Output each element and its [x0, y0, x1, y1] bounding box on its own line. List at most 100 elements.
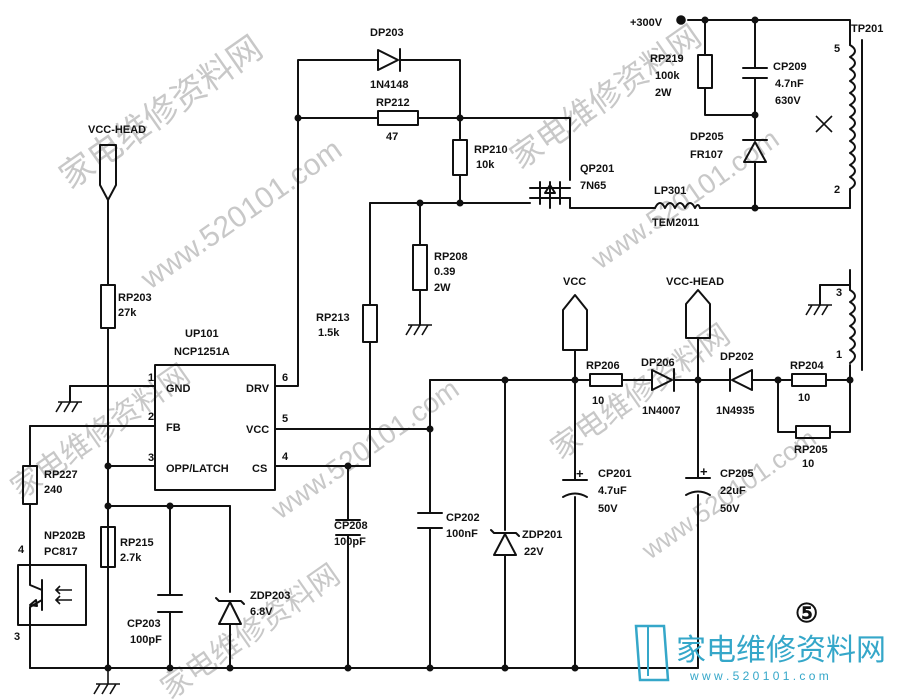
- rp215-value: 2.7k: [120, 552, 142, 564]
- np202b-pin4: 4: [18, 544, 25, 556]
- vcc-head-left-arrow: [99, 144, 117, 201]
- resistor-rp210: [452, 139, 468, 176]
- rp206-ref: RP206: [586, 360, 620, 372]
- dp203-value: 1N4148: [370, 79, 409, 91]
- tp201-pin5: 5: [834, 43, 840, 55]
- cp208-ref: CP208: [334, 520, 368, 532]
- resistor-rp206: [589, 373, 623, 387]
- rp208-value: 0.39: [434, 266, 455, 278]
- rp208-rating: 2W: [434, 282, 451, 294]
- capacitor-cp201: [562, 479, 588, 498]
- net-label-vcc: VCC: [563, 276, 586, 288]
- rp210-value: 10k: [476, 159, 495, 171]
- rp227-value: 240: [44, 484, 62, 496]
- dp203-ref: DP203: [370, 27, 404, 39]
- cp201-rating: 50V: [598, 503, 618, 515]
- ic-pin1-num: 1: [148, 372, 154, 384]
- ground-symbol: [405, 324, 432, 336]
- rp204-ref: RP204: [790, 360, 825, 372]
- ground-symbol: [93, 668, 120, 695]
- ground-symbol: [805, 304, 832, 316]
- ic-pin3-num: 3: [148, 452, 154, 464]
- vcc-arrow: [562, 294, 588, 351]
- zener-zdp201: [490, 529, 520, 556]
- cp205-ref: CP205: [720, 468, 754, 480]
- qp201-value: 7N65: [580, 180, 606, 192]
- logo-url: w w w . 5 2 0 1 0 1 . c o m: [689, 669, 829, 683]
- resistor-rp219: [697, 54, 713, 89]
- rp212-ref: RP212: [376, 97, 410, 109]
- diode-dp205: [742, 139, 768, 163]
- dp205-value: FR107: [690, 149, 723, 161]
- dp202-value: 1N4935: [716, 405, 755, 417]
- ic-up101: UP101 NCP1251A 1 GND 2 FB 3 OPP/LATCH 6 …: [148, 328, 289, 491]
- resistor-rp208: [412, 244, 428, 291]
- ic-pin2-name: FB: [166, 422, 181, 434]
- tp201-pin2: 2: [834, 184, 840, 196]
- lp301-ref: LP301: [654, 185, 686, 197]
- ic-pin2-num: 2: [148, 411, 154, 423]
- cp205-value: 22uF: [720, 485, 746, 497]
- rp210-ref: RP210: [474, 144, 508, 156]
- dp202-ref: DP202: [720, 351, 754, 363]
- cp202-value: 100nF: [446, 528, 478, 540]
- cp205-plus: +: [700, 464, 708, 479]
- np202b-ref: NP202B: [44, 530, 86, 542]
- rp205-value: 10: [802, 458, 814, 470]
- ic-pin5-num: 5: [282, 413, 288, 425]
- watermark-brand: 家电维修资料网: [155, 558, 346, 699]
- resistor-rp204: [791, 373, 827, 387]
- tp201-pin1: 1: [836, 349, 842, 361]
- mosfet-qp201: [529, 181, 571, 209]
- ic-pin4-num: 4: [282, 451, 289, 463]
- cp205-rating: 50V: [720, 503, 740, 515]
- zdp203-value: 6.8V: [250, 606, 273, 618]
- rp212-value: 47: [386, 131, 398, 143]
- capacitor-cp202: [417, 512, 443, 529]
- net-label-vcc-head-left: VCC-HEAD: [88, 124, 146, 136]
- inductor-lp301: [654, 202, 701, 209]
- ic-part: NCP1251A: [174, 346, 230, 358]
- diode-dp202: [729, 368, 753, 392]
- rp205-ref: RP205: [794, 444, 828, 456]
- capacitor-cp208: [335, 519, 361, 536]
- tp201-pin3: 3: [836, 287, 842, 299]
- net-label-vcc-head-right: VCC-HEAD: [666, 276, 724, 288]
- resistor-rp213: [362, 304, 378, 343]
- rp213-ref: RP213: [316, 312, 350, 324]
- ic-pin5-name: VCC: [246, 424, 269, 436]
- watermark-url: www.520101.com: [134, 133, 348, 296]
- book-icon: [634, 624, 670, 682]
- capacitor-cp203: [157, 594, 183, 613]
- capacitor-cp209: [742, 67, 768, 79]
- watermark: 家电维修资料网 www.520101.com 家电维修资料网 www.52010…: [5, 18, 821, 699]
- logo-brand: 家电维修资料网: [676, 634, 886, 667]
- watermark-brand: 家电维修资料网: [545, 318, 736, 465]
- tp201-ref: TP201: [851, 23, 883, 35]
- cp209-rating: 630V: [775, 95, 801, 107]
- cp203-ref: CP203: [127, 618, 161, 630]
- dp206-value: 1N4007: [642, 405, 681, 417]
- zdp203-ref: ZDP203: [250, 590, 290, 602]
- rp215-ref: RP215: [120, 537, 154, 549]
- rp206-value: 10: [592, 395, 604, 407]
- resistor-rp215: [100, 526, 116, 568]
- zdp201-ref: ZDP201: [522, 529, 562, 541]
- capacitor-cp205: [685, 477, 711, 496]
- cp203-value: 100pF: [130, 634, 162, 646]
- ic-pin3-name: OPP/LATCH: [166, 463, 229, 475]
- cp202-ref: CP202: [446, 512, 480, 524]
- zdp201-value: 22V: [524, 546, 544, 558]
- resistor-rp227: [22, 465, 38, 505]
- ground-symbol: [55, 401, 82, 413]
- cp201-value: 4.7uF: [598, 485, 627, 497]
- ic-pin1-name: GND: [166, 383, 191, 395]
- watermark-url: www.520101.com: [265, 373, 465, 526]
- resistor-rp212: [377, 110, 419, 126]
- lp301-value: TEM2011: [652, 217, 699, 229]
- junctions: [104, 15, 854, 672]
- watermark-brand: 家电维修资料网: [503, 18, 707, 176]
- qp201-ref: QP201: [580, 163, 614, 175]
- rp219-ref: RP219: [650, 53, 684, 65]
